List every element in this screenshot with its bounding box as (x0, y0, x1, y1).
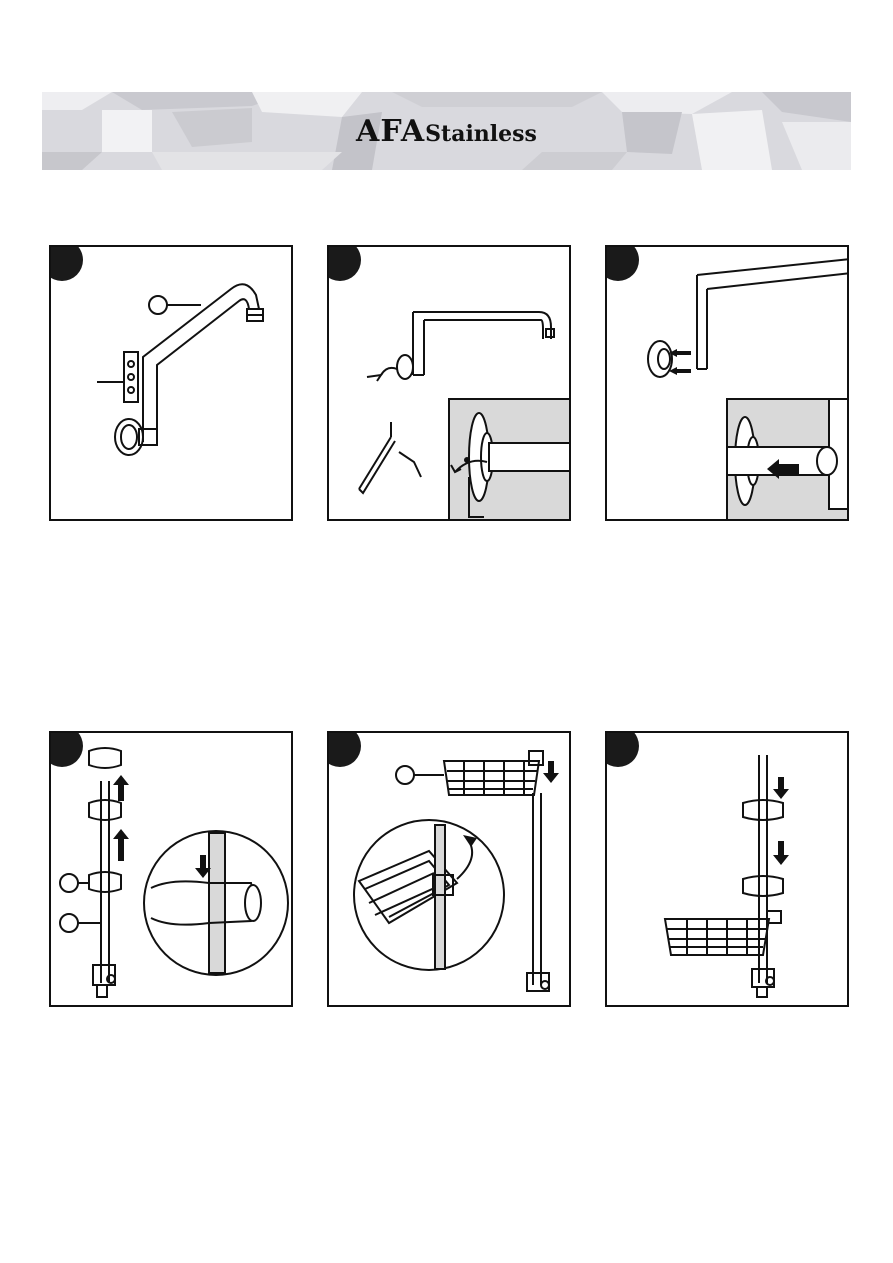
step-1-illustration (51, 247, 293, 521)
brand-secondary: Stainless (425, 121, 537, 147)
step-1-panel (49, 245, 293, 521)
step-6-illustration (607, 733, 849, 1007)
step-2-illustration (329, 247, 571, 521)
brand-primary: AFA (356, 114, 425, 149)
step-5-panel (327, 731, 571, 1007)
brand-banner: AFA Stainless (42, 92, 851, 170)
arrow-down-icon (773, 777, 789, 865)
step-6-panel (605, 731, 849, 1007)
step-4-illustration (51, 733, 293, 1007)
step-5-illustration (329, 733, 571, 1007)
step-3-illustration (607, 247, 849, 521)
brand-logo: AFA Stainless (42, 92, 851, 170)
arrow-down-icon (543, 761, 559, 783)
step-4-panel (49, 731, 293, 1007)
step-2-panel (327, 245, 571, 521)
step-3-panel (605, 245, 849, 521)
